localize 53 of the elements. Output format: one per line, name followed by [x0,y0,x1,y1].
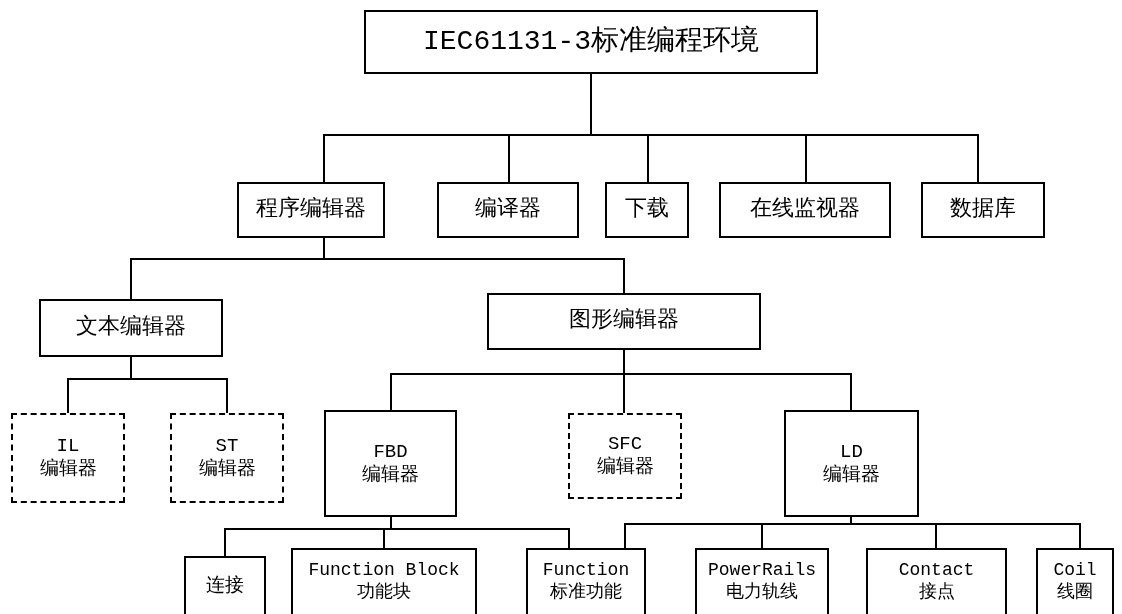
box [487,293,761,350]
box-label: 文本编辑器 [76,314,186,342]
box [526,548,646,614]
box-label: PowerRails [708,560,816,582]
box-label: 标准功能 [550,582,622,604]
box-label: Contact [898,560,975,582]
connector-line [130,356,228,414]
box [921,182,1045,238]
box-label: Function [542,560,630,582]
box-label: 功能块 [357,582,411,604]
box [237,182,385,238]
connector-line [390,516,570,549]
dashed-box [11,413,125,503]
box-label: 数据库 [950,196,1016,224]
box [784,410,919,517]
box [184,556,266,614]
box-label: 电力轨线 [726,582,798,604]
box-label: IEC61131-3标准编程环境 [423,25,759,59]
box [324,410,457,517]
dashed-box [170,413,284,503]
box-label: 连接 [206,574,244,598]
box [364,10,818,74]
box [866,548,1007,614]
box [39,299,223,357]
connector-line [850,516,1081,549]
box-label: ST [215,435,239,458]
box-label: 图形编辑器 [569,308,679,335]
box-label: SFC [607,433,643,456]
box-label: Function Block [308,560,460,582]
box-label: 接点 [918,582,955,604]
box-label: 程序编辑器 [256,196,366,224]
box-label: 在线监视器 [750,196,860,224]
box-label: Coil [1053,560,1097,582]
box-label: 编辑器 [823,463,880,487]
box-label: 下载 [625,196,669,224]
box-label: LD [840,440,863,464]
box-label: 编辑器 [596,456,654,479]
box-label: IL [56,435,80,458]
box [719,182,891,238]
box [605,182,689,238]
connector-line [323,237,625,294]
box-label: 编辑器 [198,458,256,481]
box-label: FBD [373,440,408,464]
box-label: 编辑器 [362,463,419,487]
box-label: 编译器 [475,196,541,224]
dashed-box [568,413,682,499]
box [1036,548,1114,614]
connector-line [623,349,852,411]
box [291,548,477,614]
box-label: 编辑器 [39,458,97,481]
box-label: 线圈 [1057,582,1093,604]
box [437,182,579,238]
box [695,548,829,614]
